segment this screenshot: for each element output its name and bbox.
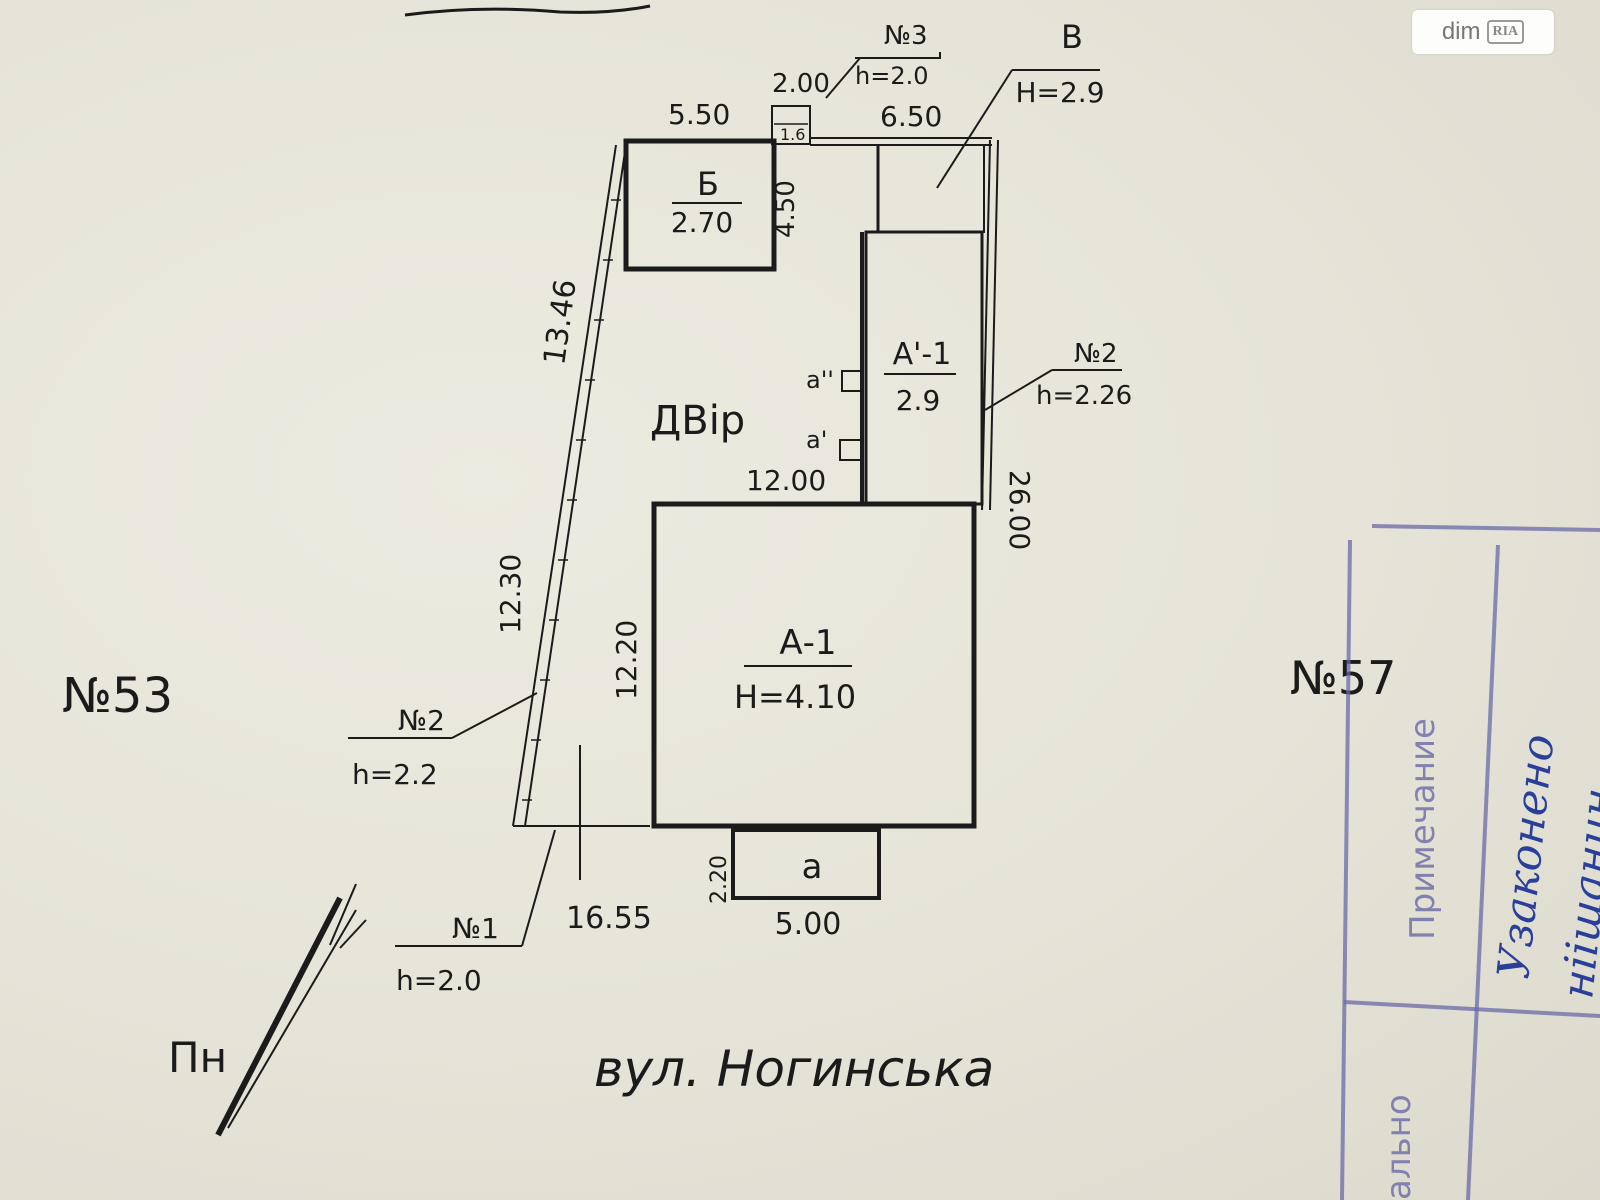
yard-label: ДВір	[650, 398, 745, 444]
building-a1	[651, 501, 977, 829]
fence-n3-name: №3	[884, 21, 928, 51]
dim-b-side: 4.50	[771, 180, 801, 238]
fence-n2-right-height: h=2.26	[1036, 381, 1132, 411]
building-b-height: 2.70	[671, 206, 733, 239]
fence-n1-height: h=2.0	[396, 964, 482, 997]
stamp-handwriting-2: ніішанин	[1552, 786, 1600, 1002]
dimria-watermark: dim RIA	[1412, 10, 1554, 54]
fence-n2-right-name: №2	[1074, 339, 1118, 369]
dim-top-right: 6.50	[880, 100, 942, 133]
north-label: Пн	[168, 1033, 227, 1082]
dim-a1-top: 12.00	[746, 464, 826, 497]
dim-top-left: 5.50	[668, 98, 730, 131]
approval-stamp: Примечание ально Узаконено ніішанин	[1340, 524, 1600, 1200]
watermark-badge: RIA	[1486, 20, 1525, 44]
dim-top-small: 1.6	[780, 125, 805, 144]
building-a1-name: А-1	[779, 623, 836, 663]
fence-n1-name: №1	[452, 912, 499, 945]
left-fence	[512, 144, 627, 827]
street-label: вул. Ногинська	[594, 1040, 994, 1098]
dim-left-diag-upper: 13.46	[537, 277, 584, 367]
top-scribble	[404, 4, 651, 17]
stamp-header: Примечание	[1403, 718, 1443, 940]
dim-right-side: 26.00	[1003, 470, 1036, 550]
porch-name: а	[802, 847, 823, 887]
annex-a-double-label: а''	[806, 366, 834, 394]
building-v-height: Н=2.9	[1015, 76, 1104, 109]
building-v-name: В	[1061, 18, 1083, 56]
building-v-corner	[877, 144, 985, 233]
annex-a-single-label: а'	[806, 426, 827, 454]
dim-a1-left: 12.20	[610, 620, 643, 700]
fence-n3-height: h=2.0	[855, 62, 929, 90]
north-arrow	[215, 883, 367, 1137]
building-a1-prime-height: 2.9	[896, 384, 941, 417]
watermark-brand: dim	[1441, 18, 1481, 45]
dim-porch-side: 2.20	[707, 855, 732, 904]
stamp-handwriting: Узаконено	[1488, 732, 1564, 981]
fence-n2-left-height: h=2.2	[352, 758, 438, 791]
fence-n2-left-name: №2	[398, 704, 445, 737]
neighbor-right-label: №57	[1290, 651, 1396, 705]
porch-a	[731, 828, 881, 900]
building-b-small	[623, 138, 777, 272]
building-b-name: Б	[697, 165, 719, 203]
stamp-partial-text: ально	[1379, 1094, 1419, 1200]
dim-porch-width: 5.00	[775, 907, 842, 942]
neighbor-left-label: №53	[62, 668, 173, 724]
dim-top-mid: 2.00	[772, 69, 830, 99]
annex-a-double	[841, 370, 863, 392]
building-a1-prime-name: А'-1	[893, 337, 952, 372]
dim-front: 16.55	[566, 901, 652, 936]
annex-a-single	[839, 439, 863, 461]
dim-left-lower: 12.30	[494, 554, 527, 634]
building-a1-height: Н=4.10	[734, 678, 856, 716]
leader-lines	[348, 52, 1122, 947]
